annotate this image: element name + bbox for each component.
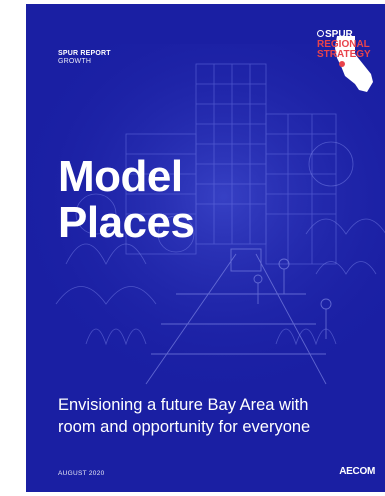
- street-scene-illustration: [26, 4, 385, 492]
- cover-title: Model Places: [58, 152, 195, 247]
- logo-line2: STRATEGY: [317, 49, 371, 60]
- california-map-icon: [335, 36, 373, 92]
- sponsor-logo: AECOM: [339, 466, 375, 477]
- logo-org: SPUR: [325, 29, 353, 40]
- cover-subtitle: Envisioning a future Bay Area with room …: [58, 394, 385, 438]
- spur-regional-strategy-logo: SPUR REGIONAL STRATEGY: [309, 26, 385, 98]
- logo-line1: REGIONAL: [317, 39, 370, 50]
- report-series: SPUR REPORT: [58, 50, 111, 57]
- publication-date: AUGUST 2020: [58, 470, 105, 477]
- report-cover: SPUR REPORT GROWTH SPUR REGIONAL STRATEG…: [26, 4, 385, 492]
- report-series-label: SPUR REPORT GROWTH: [58, 50, 111, 66]
- title-line1: Model: [58, 152, 183, 201]
- logo-text: SPUR REGIONAL STRATEGY: [317, 30, 371, 60]
- report-category: GROWTH: [58, 58, 92, 65]
- spur-circle-icon: [317, 30, 324, 37]
- subtitle-line1: Envisioning a future Bay Area with: [58, 396, 309, 414]
- title-line2: Places: [58, 198, 195, 247]
- subtitle-line2: room and opportunity for everyone: [58, 418, 311, 436]
